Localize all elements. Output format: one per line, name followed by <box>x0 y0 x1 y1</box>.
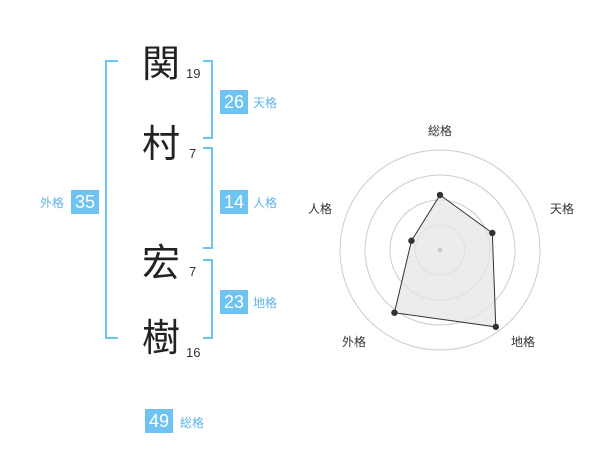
tenkaku-label: 天格 <box>253 96 278 110</box>
name-char-4: 樹 <box>142 316 181 360</box>
radar-ring-3 <box>364 174 516 326</box>
chikaku-label: 地格 <box>253 296 278 310</box>
radar-points <box>391 191 500 331</box>
gaikaku-value: 35 <box>71 190 99 214</box>
radar-center-dot <box>437 247 443 253</box>
radar-point-1 <box>436 191 444 199</box>
name-char-1: 関 <box>142 42 181 86</box>
radar-point-4 <box>391 309 398 316</box>
radar-series-shape <box>393 194 497 328</box>
soukaku-value: 49 <box>145 409 173 433</box>
radar-point-2 <box>489 229 496 237</box>
soukaku-label: 総格 <box>180 416 205 430</box>
stroke-count-2: 7 <box>189 146 197 161</box>
gaikaku-label: 外格 <box>40 196 65 210</box>
radar-axis-label-jinkaku: 人格 <box>308 201 332 216</box>
radar-axis-label-tenkaku: 天格 <box>550 201 574 216</box>
stroke-count-4: 16 <box>186 345 201 360</box>
radar-point-5 <box>408 237 415 244</box>
jinkaku-label: 人格 <box>253 196 278 210</box>
radar-axis-label-soukaku: 総格 <box>428 123 452 138</box>
chikaku-value: 23 <box>220 290 248 314</box>
name-char-2: 村 <box>142 122 181 166</box>
jinkaku-value: 14 <box>220 190 248 214</box>
stroke-count-1: 19 <box>186 66 201 81</box>
radar-axis-label-chikaku: 地格 <box>511 334 535 349</box>
radar-axis-label-gaikaku: 外格 <box>342 334 366 349</box>
radar-ring-4 <box>339 149 541 351</box>
name-char-3: 宏 <box>142 241 181 285</box>
stroke-count-3: 7 <box>189 264 197 279</box>
radar-point-3 <box>492 323 500 331</box>
tenkaku-value: 26 <box>220 90 248 114</box>
